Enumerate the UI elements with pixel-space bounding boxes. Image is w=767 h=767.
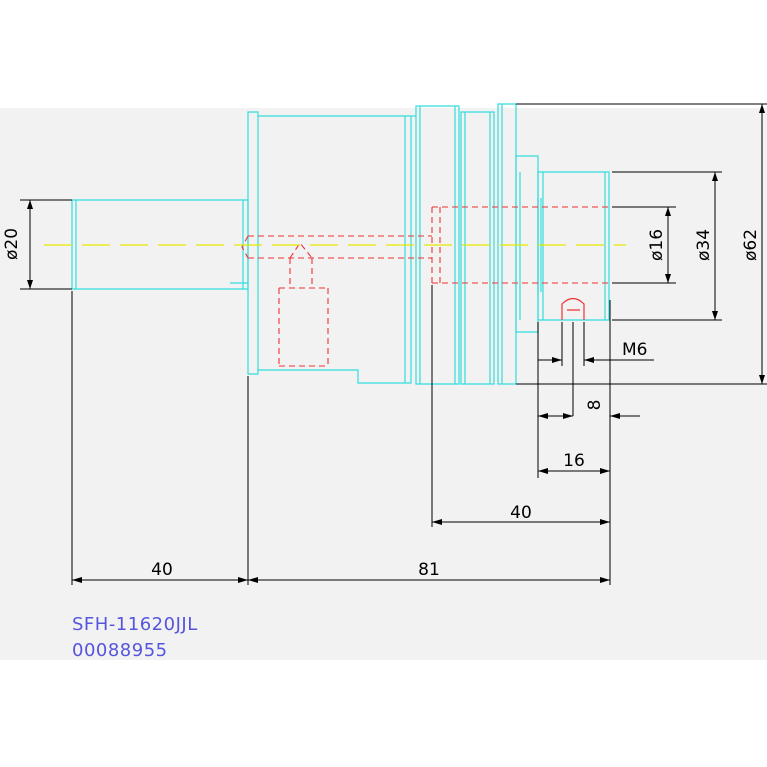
dim-hub-width: 16 xyxy=(563,451,585,471)
ring-2 xyxy=(460,111,495,385)
dimension-lines xyxy=(20,103,767,585)
part-outline xyxy=(71,103,610,385)
dim-dia-hub: ø34 xyxy=(694,229,714,261)
flange xyxy=(497,103,517,385)
dim-dia-shaft: ø20 xyxy=(2,228,22,260)
thread-hole xyxy=(561,297,585,320)
part-code: SFH-11620JJL xyxy=(72,614,198,635)
dim-length-shaft: 40 xyxy=(151,560,173,580)
hub xyxy=(537,171,610,321)
dim-hole-offset: 8 xyxy=(585,400,605,411)
hub-step xyxy=(515,155,539,333)
tapped-hole-hidden xyxy=(278,242,329,367)
dim-length-bore: 40 xyxy=(510,503,532,523)
dim-dia-bore: ø16 xyxy=(647,229,667,261)
part-serial: 00088955 xyxy=(72,640,168,661)
dim-thread: M6 xyxy=(622,340,647,360)
body-outline xyxy=(247,111,412,384)
hidden-lines xyxy=(241,206,609,367)
arrowheads xyxy=(27,104,765,583)
dim-dia-flange: ø62 xyxy=(741,229,761,261)
ring-1 xyxy=(415,105,460,385)
shaft-bore-hidden xyxy=(241,235,432,259)
dim-length-body: 81 xyxy=(418,560,440,580)
